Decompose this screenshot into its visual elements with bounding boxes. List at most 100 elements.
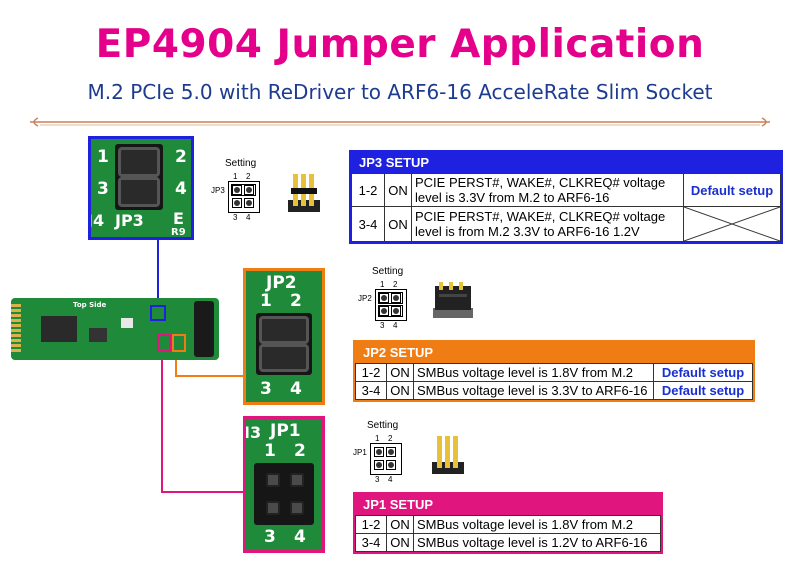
note-cell: Default setup [653,381,753,400]
desc-cell: PCIE PERST#, WAKE#, CLKREQ# voltage leve… [411,173,684,207]
jp2-setting-p1: 1 [380,280,385,289]
jp1-setting-p3: 3 [375,475,380,484]
board-component [121,318,133,328]
jp2-setting-p2: 2 [393,280,398,289]
jp1-marker [157,334,171,352]
pins-cell: 1-2 [355,515,387,534]
jp3-setting-label: Setting [225,158,257,169]
jp1-photo: I3 JP1 1 2 3 4 [243,416,325,553]
jp1-setup-table: JP1 SETUP 1-2 ON SMBus voltage level is … [353,492,663,554]
jp2-marker [172,334,186,352]
state-cell: ON [386,381,414,400]
jp1-pin [266,501,280,515]
state-cell: ON [384,206,412,242]
jp3-photo: 1 2 3 4 J4 JP3 E R9 [88,136,194,240]
jp3-setting-diagram: Setting 1 2 JP3 3 4 [208,158,268,222]
jp2-setting-p3: 3 [380,321,385,330]
decorative-rule [30,117,770,127]
state-cell: ON [384,173,412,207]
m2-board-image: Top Side [11,298,219,360]
jp2-pin1-label: 1 [260,291,272,311]
jp3-setting-p2: 2 [246,172,251,181]
jp1-pin [290,473,304,487]
jp1-name-label: JP1 [270,421,301,441]
jp2-setup-table: JP2 SETUP 1-2 ON SMBus voltage level is … [353,340,755,402]
page-title: EP4904 Jumper Application [95,22,705,67]
jp3-setting-p4: 4 [246,213,251,222]
pins-cell: 3-4 [351,206,385,242]
jp1-header [254,463,314,525]
jp3-shunt-top [118,147,160,177]
state-cell: ON [386,515,414,534]
note-cell: Default setup [683,173,781,207]
table-row: 1-2 ON SMBus voltage level is 1.8V from … [355,363,753,382]
cross-out-mark [684,207,780,241]
jp2-setting-p4: 4 [393,321,398,330]
table-row: 3-4 ON PCIE PERST#, WAKE#, CLKREQ# volta… [351,206,781,242]
jp3-setting-block [228,181,260,213]
desc-cell: PCIE PERST#, WAKE#, CLKREQ# voltage leve… [411,206,684,242]
jp1-setting-block [370,443,402,475]
desc-cell: SMBus voltage level is 1.8V from M.2 [413,515,661,534]
desc-cell: SMBus voltage level is 1.8V from M.2 [413,363,654,382]
jp2-shunt-top [259,316,309,344]
arf6-socket [194,301,214,357]
jp2-shunt-bottom [259,344,309,372]
jp3-edge-right-label: E [173,209,184,228]
jp3-edge-left-label: J4 [88,211,105,230]
jp1-setting-p2: 2 [388,434,393,443]
jp2-setting-name: JP2 [358,294,372,303]
jp1-setting-p4: 4 [388,475,393,484]
jp2-jumper-3d-image [433,282,473,318]
desc-cell: SMBus voltage level is 1.2V to ARF6-16 [413,533,661,552]
jp3-setting-p1: 1 [233,172,238,181]
jp2-pin3-label: 3 [260,379,272,399]
jp1-edge-left-label: I3 [244,423,262,442]
jp1-setting-diagram: Setting 1 2 JP1 3 4 [350,420,410,484]
note-cell: Default setup [653,363,753,382]
jp3-shunt-bottom [118,177,160,207]
jp1-jumper-3d-image [432,436,464,474]
jp3-setting-p3: 3 [233,213,238,222]
table-row: 1-2 ON SMBus voltage level is 1.8V from … [355,515,661,534]
jp3-pin3-label: 3 [97,179,109,199]
pins-cell: 3-4 [355,381,387,400]
table-row: 3-4 ON SMBus voltage level is 1.2V to AR… [355,533,661,552]
state-cell: ON [386,533,414,552]
state-cell: ON [386,363,414,382]
jp3-pin1-label: 1 [97,147,109,167]
jp2-header [256,313,312,375]
jp3-table-header: JP3 SETUP [359,155,430,170]
jp3-pin2-label: 2 [175,147,187,167]
jp1-setting-name: JP1 [353,448,367,457]
jp2-setting-label: Setting [372,266,404,277]
jp2-pin4-label: 4 [290,379,302,399]
jp1-pin [266,473,280,487]
jp3-header [115,144,163,210]
jp1-pin2-label: 2 [294,441,306,461]
jp2-setting-diagram: Setting 1 2 JP2 3 4 [355,266,415,330]
jp3-edge-bottom-label: R9 [171,227,186,238]
jp1-table-header: JP1 SETUP [363,497,434,512]
jp3-name-label: JP3 [115,211,144,230]
jp3-setting-name: JP3 [211,186,225,195]
jp1-pin4-label: 4 [294,527,306,547]
jp1-pin3-label: 3 [264,527,276,547]
jp3-jumper-3d-image [288,174,320,212]
jp3-setup-table: JP3 SETUP 1-2 ON PCIE PERST#, WAKE#, CLK… [349,150,783,244]
desc-cell: SMBus voltage level is 3.3V to ARF6-16 [413,381,654,400]
jp3-marker [150,305,166,321]
pins-cell: 1-2 [351,173,385,207]
page-subtitle: M.2 PCIe 5.0 with ReDriver to ARF6-16 Ac… [87,80,713,104]
gold-fingers [11,304,21,354]
jp1-setting-label: Setting [367,420,399,431]
note-cell-empty [683,206,781,242]
pins-cell: 3-4 [355,533,387,552]
jp2-name-label: JP2 [266,273,297,293]
jp3-pin4-label: 4 [175,179,187,199]
jp1-pin [290,501,304,515]
jp2-setting-block [375,289,407,321]
board-side-label: Top Side [73,301,107,309]
jp2-pin2-label: 2 [290,291,302,311]
jp2-table-header: JP2 SETUP [363,345,434,360]
